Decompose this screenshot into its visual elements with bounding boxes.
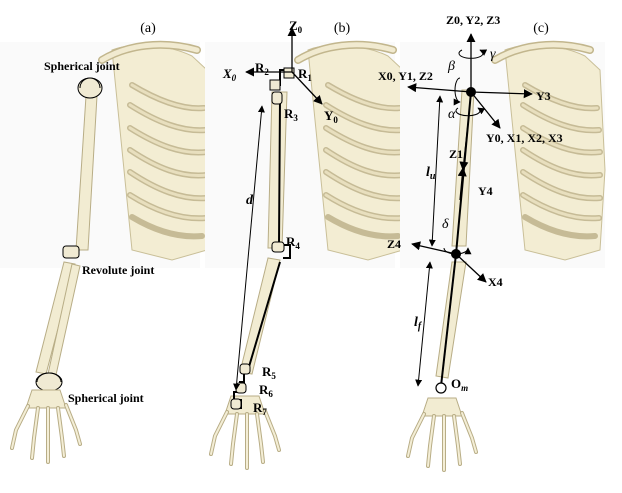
- joint-r7: [230, 398, 242, 410]
- axis-y4-label: Y4: [478, 184, 493, 198]
- panel-b-label: (b): [334, 21, 351, 36]
- angle-alpha-label: α: [448, 107, 456, 122]
- joint-r5-label: R5: [262, 364, 276, 381]
- panel-b: (b) Z0 X0 Y0 d R1 R2 R3 R4 R5 R6 R7: [205, 18, 408, 470]
- axis-x0-label-b: X0: [222, 66, 237, 83]
- panel-c-label: (c): [533, 21, 549, 36]
- axis-x4-c: [455, 253, 487, 283]
- axis-x0-c: [407, 83, 472, 93]
- joint-r6: [235, 382, 247, 394]
- axis-y0-label-b: Y0: [324, 108, 338, 125]
- hand-c: [406, 396, 478, 472]
- angle-gamma-label: γ: [490, 47, 496, 62]
- panel-a-label: (a): [140, 21, 156, 36]
- shoulder-center-point: [466, 87, 476, 97]
- hand-point-label: Om: [451, 376, 468, 393]
- axis-z1-c: [459, 123, 469, 171]
- joint-r5: [239, 363, 251, 375]
- upper-arm-length-dimension: [428, 95, 444, 247]
- length-d-dimension: [233, 105, 265, 391]
- joint-r1: [283, 67, 295, 79]
- axis-y4-c: [457, 167, 467, 201]
- revolute-joint-label: Revolute joint: [82, 263, 154, 277]
- axis-x4-label: X4: [488, 275, 503, 289]
- frame-right-label: Y0, X1, X2, X3: [486, 131, 563, 145]
- axis-y0-b: [291, 71, 323, 105]
- upper-arm-length-label: lu: [426, 165, 436, 182]
- spherical-joint-shoulder-a: [77, 77, 103, 99]
- axis-y3-c: [470, 89, 533, 99]
- joint-r3: [271, 91, 283, 105]
- joint-r1-label: R1: [298, 66, 312, 83]
- rotation-beta-arc: [453, 77, 461, 106]
- joint-r3-label: R3: [284, 106, 298, 123]
- angle-beta-label: β: [447, 59, 455, 74]
- rotation-gamma-arc: [458, 49, 488, 59]
- angle-delta-label: δ: [442, 217, 449, 232]
- panel-c: (c) Z0, Y2, Z3 X0, Y1, Z2 Y3 Y0, X1, X2,…: [378, 13, 605, 472]
- hand-point-om: [435, 382, 447, 394]
- forearm-link: [440, 253, 457, 387]
- forearm-length-label: lf: [414, 315, 423, 332]
- axis-z1-label: Z1: [449, 147, 463, 161]
- joint-r6-label: R6: [259, 382, 273, 399]
- axis-z0-label-b: Z0: [289, 18, 303, 35]
- axis-y3-label: Y3: [536, 89, 551, 103]
- frame-left-label: X0, Y1, Z2: [378, 69, 433, 83]
- joint-r4-label: R4: [286, 234, 300, 251]
- forearm-length-dimension: [415, 261, 433, 387]
- frame-top-label: Z0, Y2, Z3: [446, 13, 500, 27]
- spherical-joint-top-label: Spherical joint: [44, 59, 120, 73]
- revolute-joint-elbow-a: [62, 245, 80, 259]
- joint-r2: [269, 79, 281, 91]
- joint-r2-label: R2: [255, 60, 269, 77]
- rotation-alpha-arc: [455, 107, 486, 117]
- length-d-label: d: [246, 193, 254, 208]
- elbow-center-point: [451, 249, 461, 259]
- chain-upper-arm: [277, 99, 291, 259]
- axis-z4-label: Z4: [387, 237, 401, 251]
- joint-r4: [271, 241, 285, 253]
- joint-r7-label: R7: [253, 400, 267, 417]
- axis-y0-c: [470, 91, 501, 129]
- forearm-c: [435, 261, 467, 379]
- hand-b: [209, 394, 281, 470]
- panel-a: (a) Spherical joint Revolute joint Spher…: [0, 21, 212, 464]
- spherical-joint-bottom-label: Spherical joint: [68, 391, 144, 405]
